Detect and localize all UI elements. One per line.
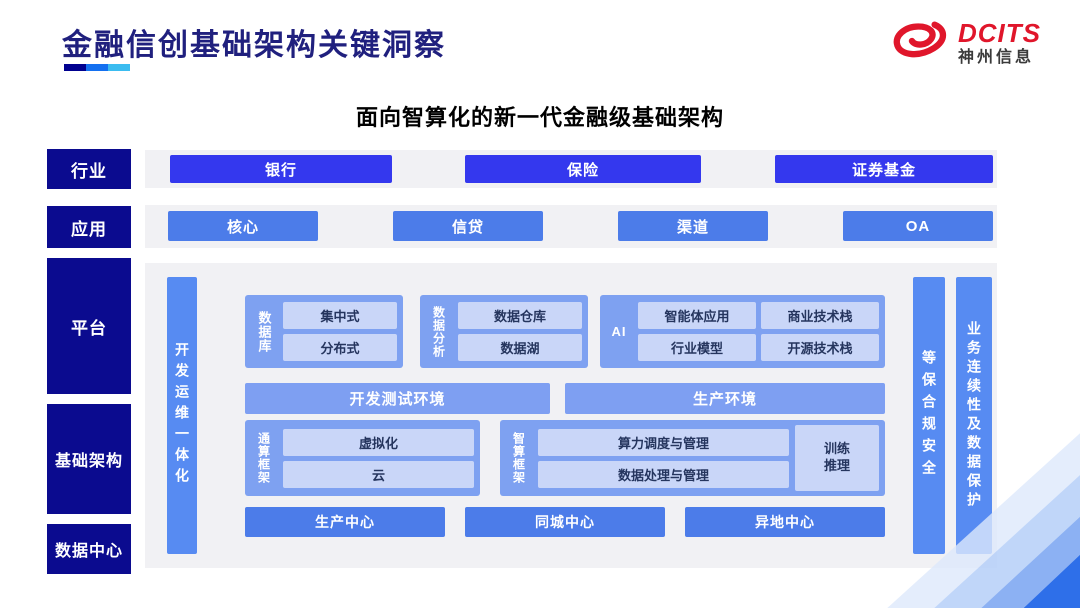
application-item-credit: 信贷 xyxy=(393,211,543,241)
ai-group: AI 智能体应用 商业技术栈 行业模型 开源技术栈 xyxy=(600,295,885,368)
analytics-item-lake: 数据湖 xyxy=(458,334,582,361)
layer-label-datacenter: 数据中心 xyxy=(47,524,131,574)
security-compliance-label: 等保合规安全 xyxy=(921,349,937,482)
intelligent-compute-group: 智算框架 算力调度与管理 数据处理与管理 训练 推理 xyxy=(500,420,885,496)
security-compliance-bar: 等保合规安全 xyxy=(913,277,945,554)
diagram-title: 面向智算化的新一代金融级基础架构 xyxy=(355,105,724,130)
page-title: 金融信创基础架构关键洞察 xyxy=(62,29,446,62)
ai-group-label: AI xyxy=(611,324,627,339)
ai-item-industry-models: 行业模型 xyxy=(638,334,756,361)
intelligent-compute-label: 智算框架 xyxy=(511,432,526,484)
layer-label-infrastructure: 基础架构 xyxy=(47,404,131,514)
application-item-core: 核心 xyxy=(168,211,318,241)
compute-item-data-processing: 数据处理与管理 xyxy=(538,460,789,488)
data-analytics-items: 数据仓库 数据湖 xyxy=(458,302,582,361)
database-item-centralized: 集中式 xyxy=(283,302,397,329)
ai-item-agent-apps: 智能体应用 xyxy=(638,302,756,329)
application-item-oa: OA xyxy=(843,211,993,241)
database-group-label: 数据库 xyxy=(256,310,272,353)
company-logo: DCITS 神州信息 xyxy=(892,16,1041,71)
remote-center: 异地中心 xyxy=(685,507,885,537)
production-center: 生产中心 xyxy=(245,507,445,537)
intelligent-compute-items: 算力调度与管理 数据处理与管理 xyxy=(538,428,789,488)
general-compute-items: 虚拟化 云 xyxy=(283,428,474,488)
database-item-distributed: 分布式 xyxy=(283,334,397,361)
data-analytics-group: 数据分析 数据仓库 数据湖 xyxy=(420,295,588,368)
general-compute-group: 通算框架 虚拟化 云 xyxy=(245,420,480,496)
industry-item-securities-funds: 证券基金 xyxy=(775,155,993,183)
training-inference-box: 训练 推理 xyxy=(795,425,879,491)
underline-segment-blue xyxy=(86,64,108,71)
application-item-channel: 渠道 xyxy=(618,211,768,241)
compute-item-virtualization: 虚拟化 xyxy=(283,428,474,456)
ai-items: 智能体应用 商业技术栈 行业模型 开源技术栈 xyxy=(638,302,879,361)
dcits-swirl-icon xyxy=(892,16,950,71)
database-group: 数据库 集中式 分布式 xyxy=(245,295,403,368)
logo-company-name: 神州信息 xyxy=(958,48,1035,66)
industry-item-bank: 银行 xyxy=(170,155,392,183)
layer-label-application: 应用 xyxy=(47,206,131,248)
devops-vertical-bar: 开发运维一体化 xyxy=(167,277,197,554)
compute-item-cloud: 云 xyxy=(283,460,474,488)
analytics-item-warehouse: 数据仓库 xyxy=(458,302,582,329)
general-compute-label: 通算框架 xyxy=(256,432,271,484)
underline-segment-dark xyxy=(64,64,86,71)
same-city-center: 同城中心 xyxy=(465,507,665,537)
ai-item-open-source-stack: 开源技术栈 xyxy=(761,334,879,361)
dev-test-environment-bar: 开发测试环境 xyxy=(245,383,550,414)
devops-bar-label: 开发运维一体化 xyxy=(174,342,190,489)
underline-segment-cyan xyxy=(108,64,130,71)
layer-label-industry: 行业 xyxy=(47,149,131,189)
layer-label-platform: 平台 xyxy=(47,258,131,394)
database-items: 集中式 分布式 xyxy=(283,302,397,361)
industry-item-insurance: 保险 xyxy=(465,155,701,183)
business-continuity-label: 业务连续性及数据保护 xyxy=(966,320,982,511)
ai-item-commercial-stack: 商业技术栈 xyxy=(761,302,879,329)
industry-band: 银行 保险 证券基金 xyxy=(145,150,997,188)
business-continuity-bar: 业务连续性及数据保护 xyxy=(956,277,992,554)
compute-item-scheduling: 算力调度与管理 xyxy=(538,428,789,456)
production-environment-bar: 生产环境 xyxy=(565,383,885,414)
platform-panel: 开发运维一体化 数据库 集中式 分布式 数据分析 数据仓库 数据湖 AI 智能体… xyxy=(145,263,997,568)
application-band: 核心 信贷 渠道 OA xyxy=(145,205,997,248)
logo-text: DCITS 神州信息 xyxy=(958,20,1041,66)
logo-brand: DCITS xyxy=(958,18,1041,49)
title-underline xyxy=(64,64,130,71)
data-analytics-group-label: 数据分析 xyxy=(431,305,446,358)
